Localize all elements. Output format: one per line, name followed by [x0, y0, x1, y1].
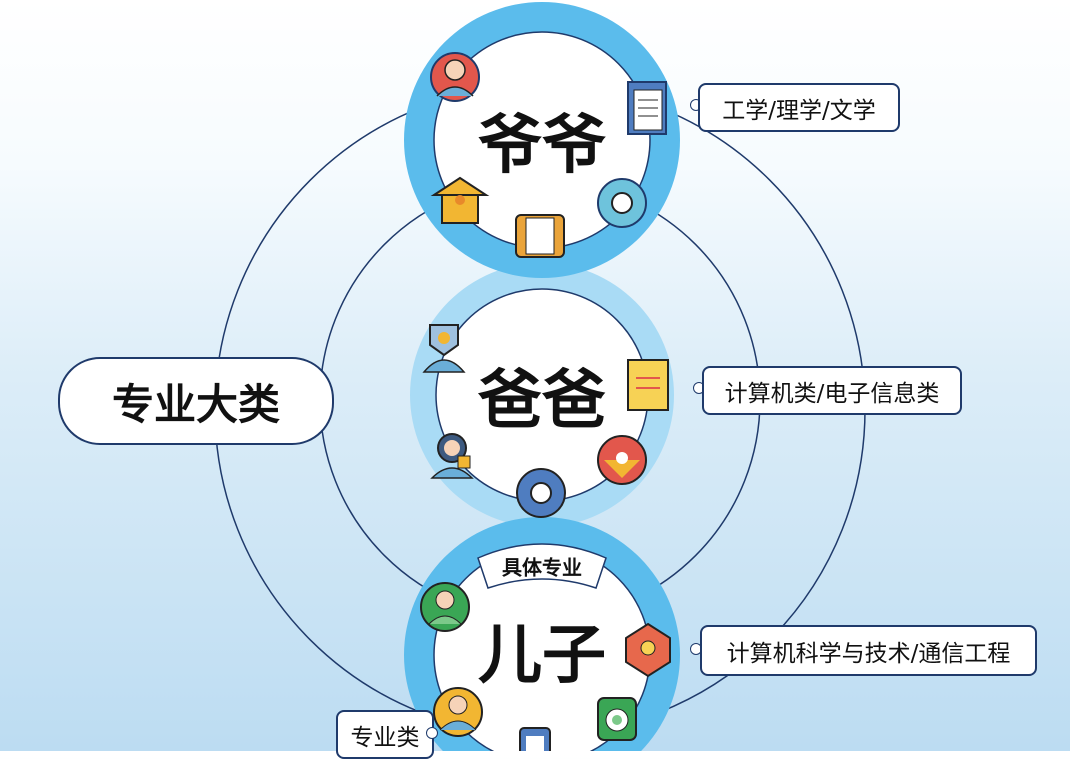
son-banner [477, 543, 607, 589]
father-tag: 计算机类/电子信息类 [702, 366, 962, 415]
connector-dot [426, 727, 438, 739]
user-badge-icon [422, 324, 466, 373]
grandpa-tag: 工学/理学/文学 [698, 83, 900, 132]
grandpa-title: 爷爷 [478, 109, 606, 183]
home-badge-icon [625, 622, 671, 678]
son-banner-text: 具体专业 [502, 555, 582, 580]
graduate-icon [433, 687, 483, 737]
student-icon [420, 582, 470, 632]
document-icon [627, 81, 667, 135]
son-tag: 计算机科学与技术/通信工程 [700, 625, 1037, 676]
house-icon [430, 176, 490, 224]
woman-icon [430, 433, 474, 479]
father-title: 爸爸 [478, 364, 606, 438]
gear-icon [597, 178, 647, 228]
sub-category-label: 专业类 [336, 710, 434, 759]
id-card-icon [519, 727, 551, 751]
logo-icon [597, 435, 647, 485]
settings-icon [516, 468, 566, 518]
category-label: 专业大类 [58, 357, 334, 445]
file-icon [627, 359, 669, 411]
person-icon [430, 52, 480, 102]
son-title: 儿子 [478, 619, 606, 693]
notes-icon [515, 214, 565, 258]
camera-icon [597, 697, 637, 741]
